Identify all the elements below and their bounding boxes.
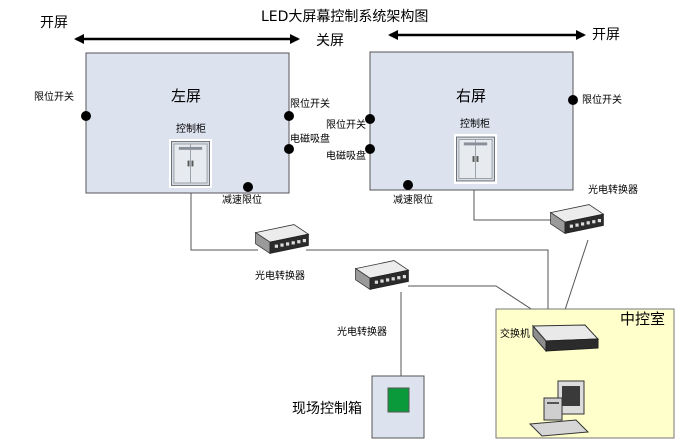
optical-converter-icon [550,204,604,234]
left-screen-limit-switch-left [81,111,91,121]
right-cabinet-label: 控制柜 [460,119,490,130]
sensor-dots [81,95,578,192]
left-screen-limit-switch-right [284,111,294,121]
right-decel-label: 减速限位 [393,195,433,206]
diagram-title: LED大屏幕控制系统架构图 [261,9,429,25]
control-cabinet-icon [456,136,495,182]
field-control-box [371,375,425,439]
left-converter-label: 光电转换器 [255,271,305,282]
control-room-title: 中控室 [620,310,666,328]
optical-converter-icon [355,260,409,290]
left-screen-decel-limit [243,182,253,192]
right-screen-title: 右屏 [456,87,487,105]
right-limit-switch-right-label: 限位开关 [582,95,622,106]
network-switch-icon [531,324,600,353]
right-magnet-label: 电磁吸盘 [326,151,366,162]
left-limit-switch-left-label: 限位开关 [34,92,74,103]
left-decel-label: 减速限位 [222,195,262,206]
left-magnet-label: 电磁吸盘 [290,134,330,145]
field-box-indicator [387,387,410,413]
close-label: 关屏 [316,33,344,49]
center-converter-label: 光电转换器 [337,327,387,338]
left-cabinet-label: 控制柜 [176,124,206,135]
right-open-label: 开屏 [592,27,620,43]
left-open-label: 开屏 [40,15,68,31]
right-limit-switch-left-label: 限位开关 [326,120,366,131]
right-screen-magnet [365,144,375,154]
right-converter-label: 光电转换器 [588,185,638,196]
left-screen-magnet [284,144,294,154]
left-screen-title: 左屏 [171,87,202,105]
right-screen-limit-switch-right [568,95,578,105]
right-screen-limit-switch-left [365,114,375,124]
control-cabinet-icon [171,141,210,186]
field-box-label: 现场控制箱 [292,401,362,417]
desktop-computer-icon [528,380,590,437]
optical-converter-icon [255,224,309,254]
switch-label: 交换机 [500,329,530,340]
right-screen-decel-limit [403,180,413,190]
left-limit-switch-right-label: 限位开关 [290,99,330,110]
